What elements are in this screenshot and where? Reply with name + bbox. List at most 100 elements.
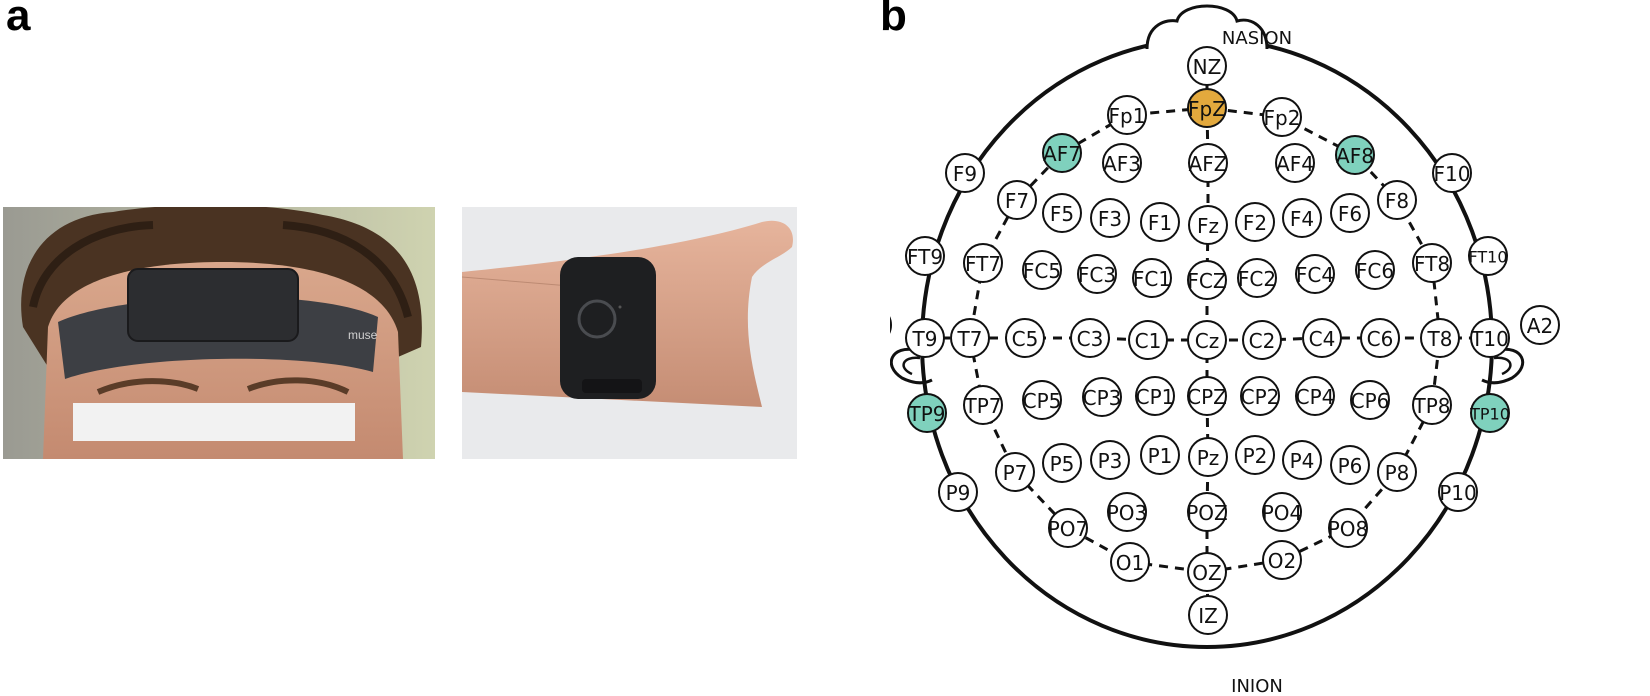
electrode-cpz: CPZ [1187,376,1227,416]
electrode-label: T8 [1427,327,1453,351]
electrode-circle [1235,202,1275,242]
electrode-fpz: FpZ [1187,88,1227,128]
electrode-circle [1328,508,1368,548]
electrode-label: O1 [1116,551,1144,575]
electrode-label: NZ [1193,55,1222,79]
electrode-c2: C2 [1242,320,1282,360]
electrode-t9: T9 [905,318,945,358]
electrode-label: F9 [953,162,977,186]
electrode-circle [1282,198,1322,238]
electrode-circle [963,385,1003,425]
electrode-fcz: FCZ [1187,260,1227,300]
electrode-label: PO8 [1328,517,1369,541]
electrode-label: F7 [1005,189,1029,213]
electrode-label: CP3 [1083,386,1122,410]
electrode-label: C6 [1367,327,1394,351]
electrode-circle [1187,320,1227,360]
electrode-label: P1 [1148,444,1173,468]
electrode-fz: Fz [1188,205,1228,245]
electrode-label: T10 [1470,327,1509,351]
electrode-p3: P3 [1090,440,1130,480]
nasion-label: NASION [1222,28,1292,49]
electrode-circle [1188,595,1228,635]
electrode-label: P6 [1338,454,1363,478]
electrode-circle [1187,260,1227,300]
electrode-fc5: FC5 [1022,250,1062,290]
electrode-circle [1262,97,1302,137]
electrode-circle [1128,320,1168,360]
electrode-label: FC3 [1078,263,1116,287]
electrode-fc3: FC3 [1077,254,1117,294]
electrode-tp8: TP8 [1412,385,1452,425]
electrode-circle [905,318,945,358]
electrode-po4: PO4 [1262,492,1303,532]
electrode-label: Fp2 [1264,106,1301,130]
electrode-circle [945,153,985,193]
electrode-label: CP5 [1023,389,1062,413]
electrode-circle [1235,435,1275,475]
electrode-t7: T7 [950,318,990,358]
electrode-c6: C6 [1360,318,1400,358]
electrode-label: AFZ [1189,152,1228,176]
electrode-po3: PO3 [1107,492,1147,532]
electrode-circle [1070,318,1110,358]
electrode-circle [950,318,990,358]
electrode-label: F3 [1098,207,1122,231]
electrode-afz: AFZ [1188,143,1228,183]
electrode-label: P9 [946,481,971,505]
electrode-nz: NZ [1187,46,1227,86]
electrode-p9: P9 [938,472,978,512]
electrode-circle [1188,143,1228,183]
electrode-label: P2 [1243,444,1268,468]
electrode-af8: AF8 [1335,135,1375,175]
electrode-label: PO4 [1262,501,1303,525]
electrode-label: FT7 [965,252,1001,276]
electrode-circle [1187,88,1227,128]
electrode-circle [1188,437,1228,477]
electrode-fc1: FC1 [1132,258,1172,298]
electrode-label: C5 [1012,327,1039,351]
electrode-f5: F5 [1042,193,1082,233]
electrode-f2: F2 [1235,202,1275,242]
electrode-fp2: Fp2 [1262,97,1302,137]
electrode-cp1: CP1 [1135,376,1175,416]
electrode-label: TP10 [1469,405,1510,424]
electrode-circle [1335,135,1375,175]
electrode-ft9: FT9 [905,236,945,276]
electrode-iz: IZ [1188,595,1228,635]
electrode-label: CP4 [1296,385,1335,409]
electrode-circle [1470,393,1510,433]
electrode-f9: F9 [945,153,985,193]
electrode-label: F10 [1434,162,1471,186]
electrode-circle [1412,385,1452,425]
electrode-circle [938,472,978,512]
electrode-label: AF8 [1336,144,1374,168]
electrode-label: F1 [1148,211,1172,235]
electrode-circle [995,452,1035,492]
electrode-label: C1 [1135,329,1162,353]
electrode-label: F8 [1385,189,1409,213]
electrode-circle [1187,492,1227,532]
electrode-circle [1295,376,1335,416]
electrode-cp4: CP4 [1295,376,1335,416]
electrode-circle [1090,198,1130,238]
electrode-label: TP9 [907,402,945,426]
electrode-label: CPZ [1187,385,1227,409]
electrode-circle [1132,258,1172,298]
electrode-circle [1302,318,1342,358]
panel-b-letter: b [880,0,907,40]
electrode-circle [1107,95,1147,135]
electrode-label: Cz [1195,329,1219,353]
electrode-label: Pz [1197,446,1220,470]
electrode-circle [1140,435,1180,475]
electrode-label: FpZ [1188,97,1226,121]
electrode-c5: C5 [1005,318,1045,358]
electrode-circle [1077,254,1117,294]
electrode-circle [1102,143,1142,183]
left-ear-outline [890,347,933,385]
electrode-a1: A1 [890,316,892,334]
electrode-oz: OZ [1187,552,1227,592]
electrode-circle [1042,133,1082,173]
electrode-label: AF4 [1276,152,1314,176]
electrode-af4: AF4 [1275,143,1315,183]
